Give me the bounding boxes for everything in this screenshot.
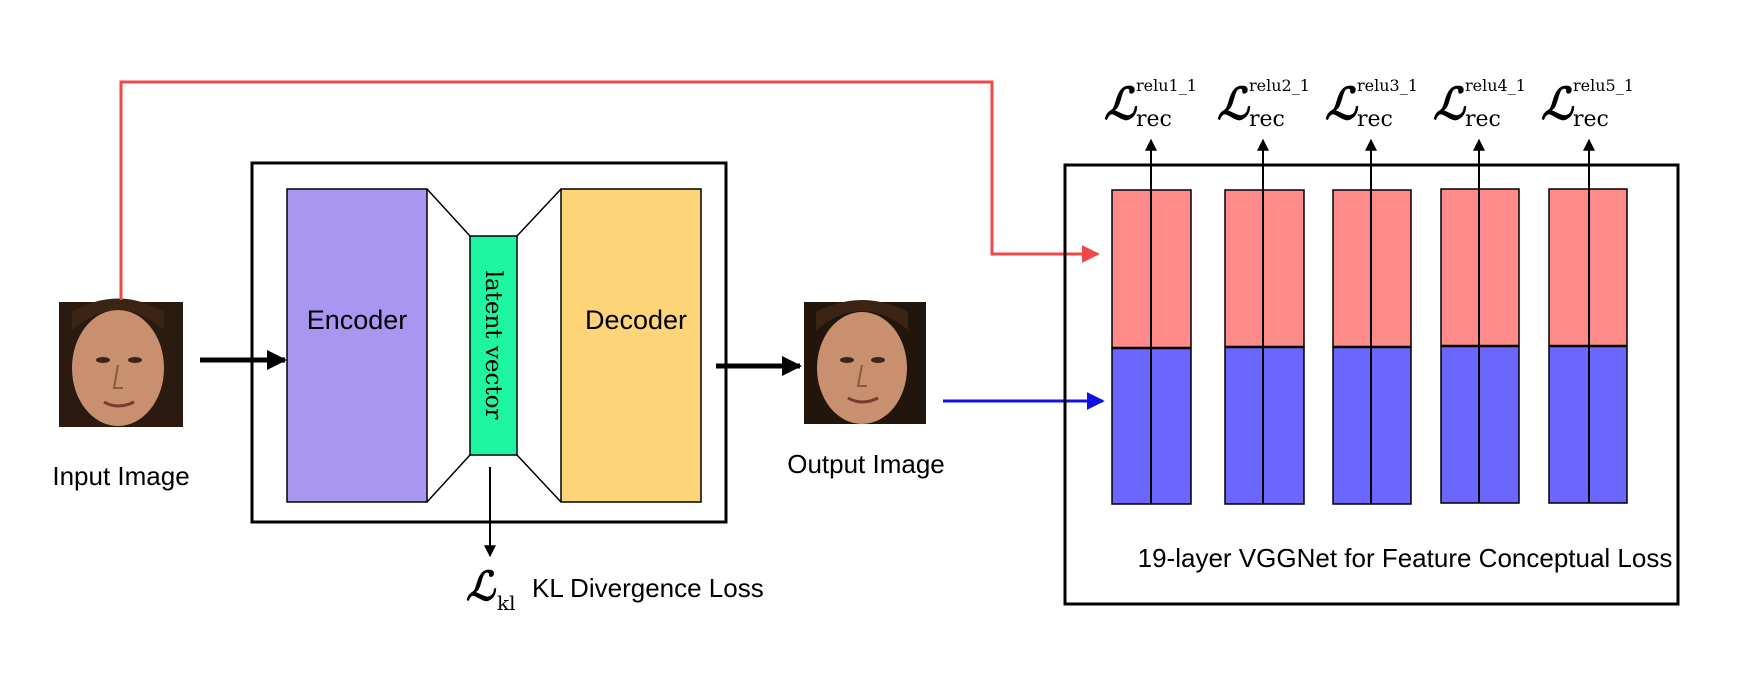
vgg-layer-3: [1332, 138, 1412, 505]
decoder-connector-bottom: [516, 454, 562, 503]
encoder-block: [286, 188, 428, 503]
rec-loss-superscript: relu1_1: [1136, 76, 1197, 95]
latent-vector-block: [469, 235, 518, 456]
vgg-layer-5: [1548, 138, 1628, 504]
rec-loss-1: ℒ relu1_1 rec: [1104, 76, 1197, 132]
vgg-layer-2: [1224, 138, 1305, 505]
rec-loss-subscript: rec: [1136, 107, 1172, 132]
rec-loss-symbol: ℒ: [1217, 79, 1251, 130]
output-image: [804, 300, 926, 424]
rec-loss-symbol: ℒ: [1541, 79, 1575, 130]
vgg-label: 19-layer VGGNet for Feature Conceptual L…: [1138, 543, 1673, 573]
rec-loss-subscript: rec: [1249, 107, 1285, 132]
rec-loss-symbol: ℒ: [1325, 79, 1359, 130]
rec-loss-superscript: relu3_1: [1357, 76, 1418, 95]
rec-loss-superscript: relu2_1: [1249, 76, 1310, 95]
decoder-connector-top: [516, 188, 562, 237]
input-feature-path: [119, 80, 1100, 300]
input-image-label: Input Image: [52, 461, 189, 491]
decoder-block: [560, 188, 702, 503]
rec-loss-3: ℒ relu3_1 rec: [1325, 76, 1418, 132]
rec-loss-symbol: ℒ: [1104, 79, 1138, 130]
encoder-connector-top: [426, 188, 471, 237]
encoder-label: Encoder: [307, 305, 408, 335]
rec-loss-subscript: rec: [1465, 107, 1501, 132]
kl-symbol: ℒ: [466, 563, 497, 610]
rec-loss-2: ℒ relu2_1 rec: [1217, 76, 1310, 132]
vgg-layer-1: [1111, 138, 1192, 505]
kl-subscript: kl: [497, 591, 516, 615]
rec-loss-superscript: relu4_1: [1465, 76, 1526, 95]
rec-loss-subscript: rec: [1573, 107, 1609, 132]
rec-loss-4: ℒ relu4_1 rec: [1433, 76, 1526, 132]
decoder-label: Decoder: [585, 305, 687, 335]
rec-loss-symbol: ℒ: [1433, 79, 1467, 130]
rec-loss-superscript: relu5_1: [1573, 76, 1634, 95]
rec-loss-5: ℒ relu5_1 rec: [1541, 76, 1634, 132]
vgg-layer-4: [1440, 138, 1520, 504]
latent-vector-label: latent vector: [480, 271, 506, 420]
input-image: [59, 298, 183, 427]
output-image-label: Output Image: [787, 449, 945, 479]
kl-loss-label: KL Divergence Loss: [532, 573, 764, 603]
rec-loss-subscript: rec: [1357, 107, 1393, 132]
encoder-connector-bottom: [426, 454, 471, 503]
